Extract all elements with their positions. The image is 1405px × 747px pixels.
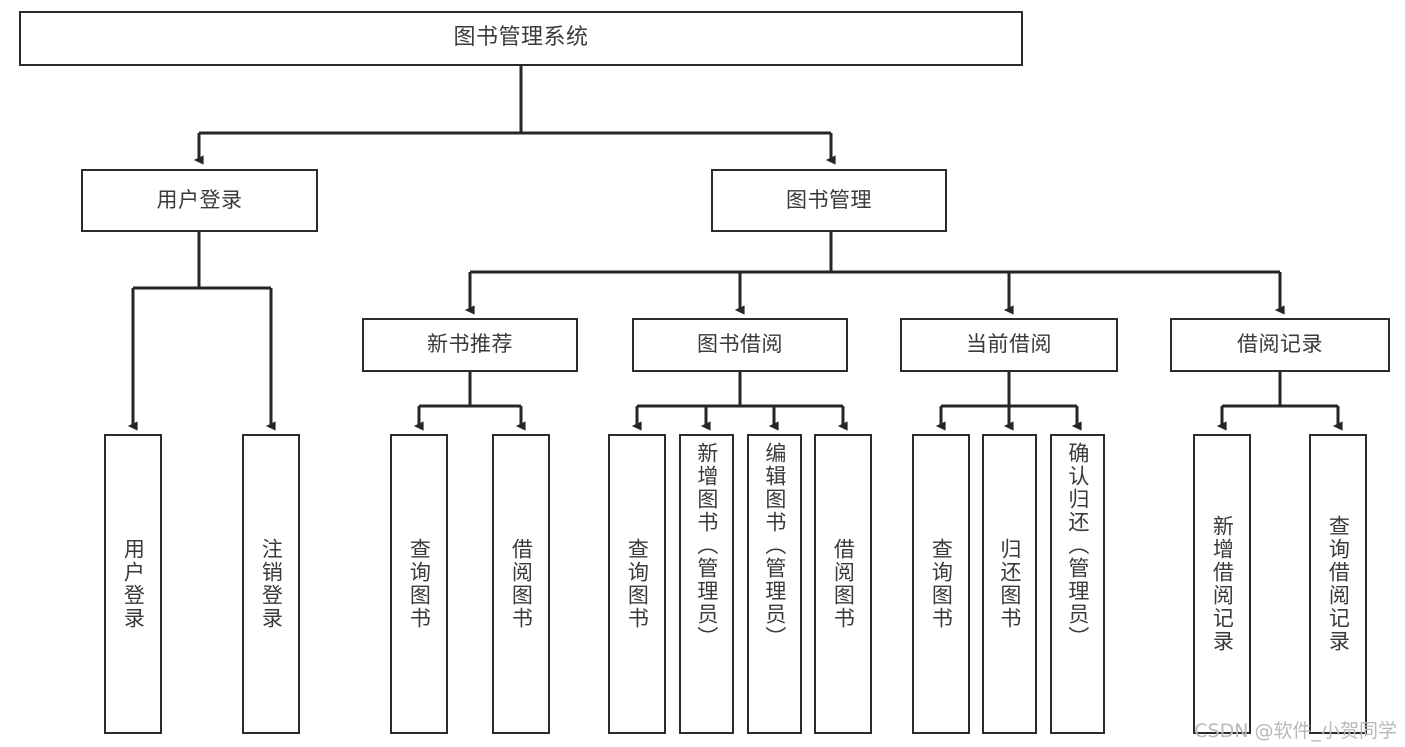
node-label: 用户登录 xyxy=(156,187,243,212)
node-current-borrow[interactable]: 当前借阅 xyxy=(900,318,1118,372)
leaf-return-book[interactable]: 归还图书 xyxy=(982,434,1037,734)
node-label: 用户登录 xyxy=(121,538,146,630)
node-label: 查询图书 xyxy=(929,538,954,630)
watermark: CSDN @软件_小贺同学 xyxy=(1194,720,1397,742)
leaf-query-book-newbook[interactable]: 查询图书 xyxy=(390,434,448,734)
leaf-query-book-borrow[interactable]: 查询图书 xyxy=(608,434,666,734)
node-label: 当前借阅 xyxy=(966,332,1052,357)
leaf-query-borrow-record[interactable]: 查询借阅记录 xyxy=(1309,434,1367,734)
node-label: 图书借阅 xyxy=(697,332,783,357)
node-label: 注销登录 xyxy=(259,538,284,630)
leaf-confirm-return-admin[interactable]: 确认归还（管理员） xyxy=(1050,434,1105,734)
node-label: 新增借阅记录 xyxy=(1210,515,1235,653)
node-label: 借阅记录 xyxy=(1237,332,1323,357)
node-label: 借阅图书 xyxy=(831,538,856,630)
node-root-book-management-system[interactable]: 图书管理系统 xyxy=(19,11,1023,66)
leaf-query-book-current[interactable]: 查询图书 xyxy=(912,434,970,734)
leaf-borrow-book-newbook[interactable]: 借阅图书 xyxy=(492,434,550,734)
leaf-borrow-book[interactable]: 借阅图书 xyxy=(814,434,872,734)
node-label: 确认归还（管理员） xyxy=(1065,442,1090,649)
node-label: 新书推荐 xyxy=(427,332,513,357)
node-label: 图书管理 xyxy=(786,187,872,212)
node-label: 新增图书（管理员） xyxy=(694,442,719,649)
node-label: 编辑图书（管理员） xyxy=(762,442,787,649)
leaf-add-book-admin[interactable]: 新增图书（管理员） xyxy=(679,434,734,734)
leaf-add-borrow-record[interactable]: 新增借阅记录 xyxy=(1193,434,1251,734)
node-book-management[interactable]: 图书管理 xyxy=(711,169,947,232)
node-borrow-record[interactable]: 借阅记录 xyxy=(1170,318,1390,372)
node-label: 查询图书 xyxy=(407,538,432,630)
leaf-logout[interactable]: 注销登录 xyxy=(242,434,300,734)
leaf-user-login[interactable]: 用户登录 xyxy=(104,434,162,734)
node-label: 查询借阅记录 xyxy=(1326,515,1351,653)
node-label: 借阅图书 xyxy=(509,538,534,630)
node-label: 查询图书 xyxy=(625,538,650,630)
node-new-book-recommend[interactable]: 新书推荐 xyxy=(362,318,578,372)
node-book-borrow[interactable]: 图书借阅 xyxy=(632,318,848,372)
node-label: 归还图书 xyxy=(997,538,1022,630)
node-label: 图书管理系统 xyxy=(453,25,589,51)
node-user-login[interactable]: 用户登录 xyxy=(81,169,318,232)
leaf-edit-book-admin[interactable]: 编辑图书（管理员） xyxy=(747,434,802,734)
